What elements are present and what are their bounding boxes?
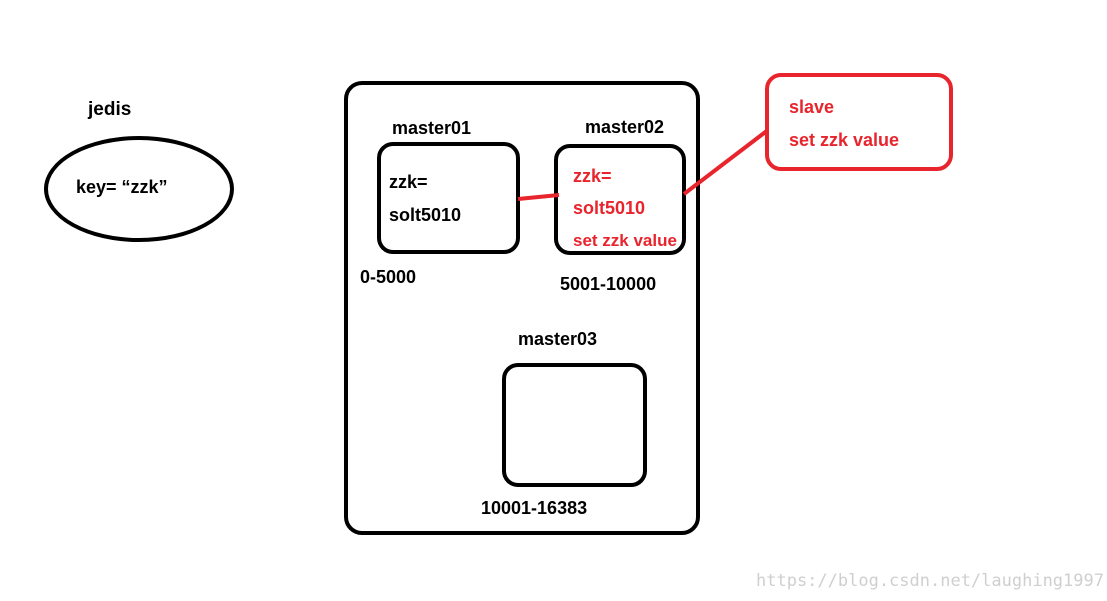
master02-line1: zzk=	[573, 166, 612, 186]
master01-range: 0-5000	[360, 267, 417, 287]
master02-line3: set zzk value	[573, 231, 677, 250]
master01-title: master01	[392, 118, 472, 138]
watermark: https://blog.csdn.net/laughing1997	[756, 571, 1104, 591]
master02-to-slave-connector	[682, 128, 770, 196]
slave-note-line2: set zzk value	[789, 130, 900, 150]
master01-line2: solt5010	[389, 205, 462, 225]
master03-title: master03	[518, 329, 598, 349]
master01-line1: zzk=	[389, 172, 428, 192]
slave-note-line1: slave	[789, 97, 835, 117]
master02-title: master02	[585, 117, 665, 137]
master01-to-master02-connector	[517, 193, 560, 201]
cluster-container	[344, 81, 700, 535]
slave-note-box	[765, 73, 953, 171]
master03-range: 10001-16383	[481, 498, 588, 518]
client-ellipse	[44, 136, 234, 242]
master03-node	[502, 363, 647, 487]
client-key-text: key= “zzk”	[76, 177, 168, 197]
client-label: jedis	[88, 99, 132, 120]
master02-line2: solt5010	[573, 198, 646, 218]
master02-range: 5001-10000	[560, 274, 657, 294]
master02-node	[554, 144, 686, 255]
